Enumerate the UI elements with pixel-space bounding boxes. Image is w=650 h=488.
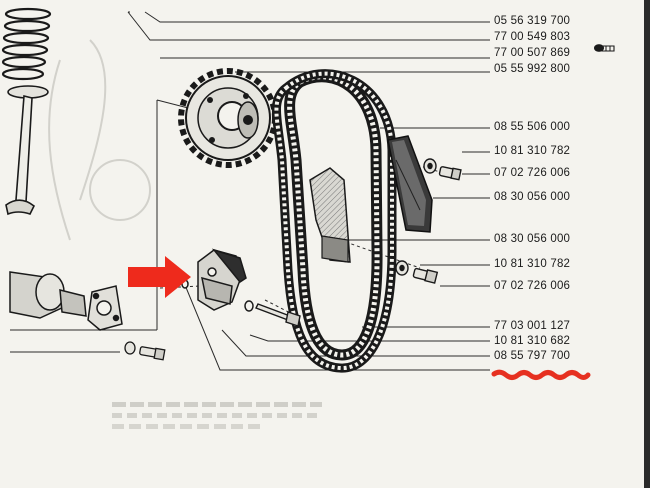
red-arrow-icon [128, 256, 191, 298]
part-number-2: 77 00 549 803 [494, 31, 571, 43]
background-sketch [48, 39, 151, 241]
red-scribble [491, 369, 591, 380]
camshaft-sprocket [178, 68, 278, 168]
part-number-13: 10 81 310 682 [494, 335, 571, 347]
part-number-4: 05 55 992 800 [494, 63, 571, 75]
chain-tensioner [181, 248, 254, 312]
part-number-8: 08 30 056 000 [494, 191, 571, 203]
part-number-5: 08 55 506 000 [494, 121, 571, 133]
part-number-11: 07 02 726 006 [494, 280, 571, 292]
valve-spring [1, 7, 52, 81]
faded-text-block [112, 400, 322, 446]
washer-bolt-lower [395, 260, 439, 284]
part-number-9: 08 30 056 000 [494, 233, 571, 245]
part-number-12: 77 03 001 127 [494, 320, 571, 332]
oil-pump-assembly [9, 271, 123, 331]
screw-icon [594, 44, 615, 52]
part-number-6: 10 81 310 782 [494, 145, 571, 157]
tensioner-shoe [309, 167, 351, 263]
timing-chain [272, 69, 397, 373]
part-number-10: 10 81 310 782 [494, 258, 571, 270]
part-number-3: 77 00 507 869 [494, 47, 571, 59]
part-number-7: 07 02 726 006 [494, 167, 571, 179]
tensioner-bolt [255, 303, 301, 327]
lower-bolt [124, 341, 166, 361]
chain-guide [387, 135, 433, 233]
part-number-1: 05 56 319 700 [494, 15, 571, 27]
part-number-14: 08 55 797 700 [494, 350, 571, 362]
washer-bolt-upper [423, 158, 462, 181]
valve [5, 85, 49, 216]
